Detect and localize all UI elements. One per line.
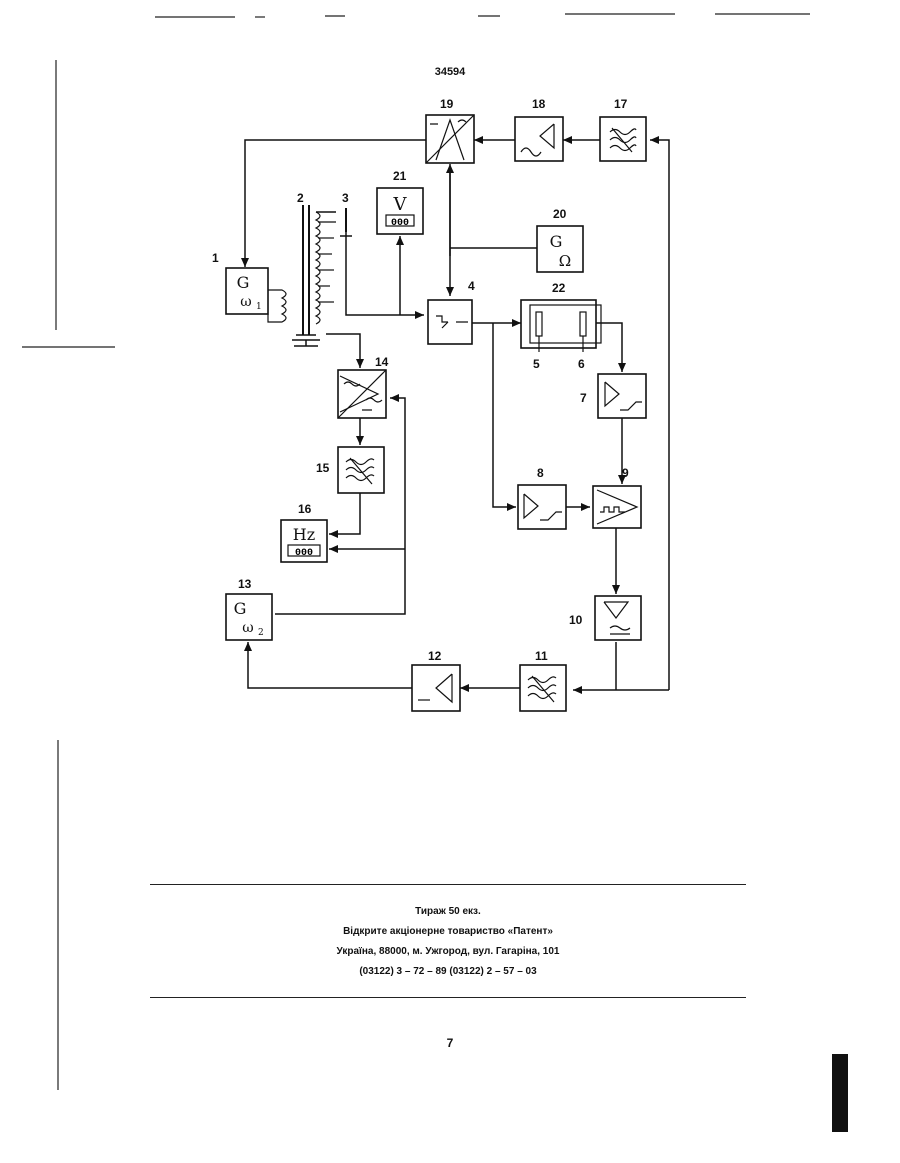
block-20-generator-ohm: G Ω: [537, 226, 583, 272]
block-15: [338, 447, 384, 493]
label-12: 12: [428, 649, 442, 663]
label-7: 7: [580, 391, 587, 405]
label-10: 10: [569, 613, 583, 627]
block-10: [595, 596, 641, 640]
footer-publisher: Відкрите акціонерне товариство «Патент»: [150, 926, 746, 937]
label-13: 13: [238, 577, 252, 591]
gen-letter-13: G: [234, 599, 247, 618]
footer-bottom-rule: [150, 997, 746, 998]
volt-symbol: V: [393, 194, 408, 215]
block-8: [518, 485, 566, 529]
label-20: 20: [553, 207, 567, 221]
footer-address: Україна, 88000, м. Ужгород, вул. Гагарін…: [150, 946, 746, 957]
footer-phones: (03122) 3 – 72 – 89 (03122) 2 – 57 – 03: [150, 966, 746, 977]
gen-letter-20: G: [550, 232, 563, 251]
block-14: [338, 370, 386, 418]
label-1: 1: [212, 251, 219, 265]
block-12: [412, 665, 460, 711]
gen-letter-1: G: [237, 273, 250, 292]
label-15: 15: [316, 461, 330, 475]
label-22: 22: [552, 281, 566, 295]
block-9: [593, 486, 641, 528]
label-8: 8: [537, 466, 544, 480]
block-4-switch: [428, 300, 472, 344]
page-number: 7: [440, 1036, 460, 1050]
omega-2-sub: 2: [258, 628, 264, 638]
scan-artifacts: [22, 14, 848, 1132]
label-2: 2: [297, 191, 304, 205]
label-18: 18: [532, 97, 546, 111]
generator-omega1-block: G ω 1: [226, 268, 268, 314]
block-7: [598, 374, 646, 418]
label-11: 11: [535, 649, 548, 663]
block-16-frequency-meter: Hz 000: [281, 520, 327, 562]
block-18: [515, 117, 563, 161]
transformer-core: [268, 205, 352, 346]
block-17: [600, 117, 646, 161]
block-19: [426, 115, 474, 163]
block-number-labels: 1 2 3 4 5 6 7 8 9 10 11 12 13 14 15 16 1…: [212, 97, 629, 663]
omega-1-sub: 1: [256, 302, 262, 312]
label-6: 6: [578, 357, 585, 371]
label-4: 4: [468, 279, 475, 293]
label-14: 14: [375, 355, 389, 369]
block-22-sensor-pair: [521, 300, 601, 352]
label-19: 19: [440, 97, 454, 111]
label-16: 16: [298, 502, 312, 516]
label-21: 21: [393, 169, 407, 183]
omega-1: ω: [240, 294, 251, 310]
ohm-symbol: Ω: [559, 252, 571, 270]
label-3: 3: [342, 191, 349, 205]
hz-symbol: Hz: [293, 525, 315, 544]
footer-circulation: Тираж 50 екз.: [150, 906, 746, 917]
volt-digits: 000: [391, 218, 409, 229]
block-21-voltmeter: V 000: [377, 188, 423, 234]
label-9: 9: [622, 466, 629, 480]
omega-2: ω: [242, 620, 253, 636]
label-5: 5: [533, 357, 540, 371]
hz-digits: 000: [295, 548, 313, 559]
footer-top-rule: [150, 884, 746, 885]
block-11: [520, 665, 566, 711]
label-17: 17: [614, 97, 628, 111]
generator-omega2-block: G ω 2: [226, 594, 272, 640]
